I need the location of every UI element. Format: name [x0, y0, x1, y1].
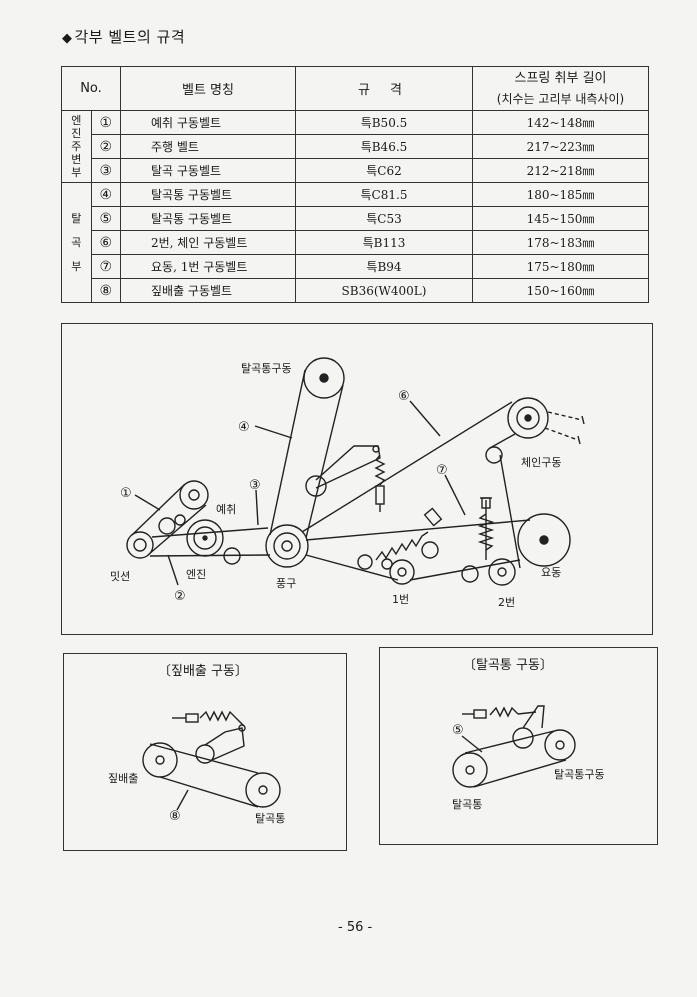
reaping-pulley: [179, 480, 209, 510]
label-drum: 탈곡통: [452, 798, 482, 811]
chain-drive-pulley: [507, 397, 549, 439]
table-header-row: No. 벨트 명칭 규 격 스프링 취부 길이 (치수는 고리부 내측사이): [61, 66, 649, 111]
straw-pulley: [142, 742, 178, 778]
group-threshing: 탈 곡 부: [61, 182, 92, 303]
label-chain-drive: 체인구동: [521, 456, 561, 469]
belt-spec: 특B113: [295, 230, 473, 255]
callout-6: ⑥: [398, 389, 410, 404]
group-char: 탈: [71, 211, 82, 225]
main-belt-diagram-box: [61, 323, 653, 635]
belt-spec: 특B50.5: [295, 110, 473, 135]
group-char: 부: [71, 259, 82, 273]
belt-length: 150~160㎜: [472, 278, 649, 303]
label-reaping: 예취: [216, 503, 236, 516]
belt-spec: 특C62: [295, 158, 473, 183]
first-pulley: [389, 559, 415, 585]
diamond-bullet-icon: ◆: [62, 31, 73, 46]
group-char: 부: [71, 166, 82, 179]
header-length-line2: (치수는 고리부 내측사이): [496, 91, 625, 106]
group-char: 곡: [71, 235, 82, 249]
table-row: ⑧ 짚배출 구동벨트 SB36(W400L) 150~160㎜: [62, 278, 649, 303]
straw-diagram-caption: 〔짚배출 구동〕: [158, 664, 248, 679]
label-engine: 엔진: [186, 568, 206, 581]
row-number: ①: [90, 110, 121, 135]
straw-drive-diagram-box: [63, 653, 347, 851]
group-char: 주: [71, 140, 82, 153]
belt-name: 2번, 체인 구동벨트: [120, 230, 296, 255]
row-number: ③: [90, 158, 121, 183]
label-straw-drum: 탈곡통: [255, 812, 285, 825]
page-title-text: 각부 벨트의 규격: [74, 28, 186, 46]
shaking-pulley: [517, 513, 571, 567]
header-name: 벨트 명칭: [120, 66, 296, 111]
belt-length: 142~148㎜: [472, 110, 649, 135]
row-number: ②: [90, 134, 121, 159]
belt-length: 175~180㎜: [472, 254, 649, 279]
drum-drive-pulley: [544, 729, 576, 761]
label-second: 2번: [498, 596, 515, 609]
label-shaking: 요동: [541, 566, 561, 579]
belt-spec: SB36(W400L): [295, 278, 473, 303]
belt-length: 180~185㎜: [472, 182, 649, 207]
belt-name: 탈곡통 구동벨트: [120, 182, 296, 207]
belt-name: 예취 구동벨트: [120, 110, 296, 135]
table-row: 탈 곡 부 ④ 탈곡통 구동벨트 특C81.5 180~185㎜: [61, 182, 649, 303]
label-threshing-drive: 탈곡통구동: [241, 362, 292, 375]
callout-2: ②: [174, 589, 186, 604]
belt-spec: 특B46.5: [295, 134, 473, 159]
callout-7: ⑦: [436, 463, 448, 478]
callout-3: ③: [249, 478, 261, 493]
belt-length: 217~223㎜: [472, 134, 649, 159]
belt-name: 주행 벨트: [120, 134, 296, 159]
row-number: ⑤: [90, 206, 121, 231]
mission-pulley: [126, 531, 154, 559]
fan-pulley: [265, 524, 309, 568]
label-fan: 풍구: [276, 577, 296, 590]
header-length-line1: 스프링 취부 길이: [514, 70, 607, 86]
label-first: 1번: [392, 593, 409, 606]
callout-5: ⑤: [452, 723, 464, 738]
page-number: - 56 -: [338, 920, 373, 935]
group-char: 진: [71, 127, 82, 140]
page-title: ◆각부 벨트의 규격: [62, 26, 185, 47]
row-number: ⑧: [90, 278, 121, 303]
header-length: 스프링 취부 길이 (치수는 고리부 내측사이): [472, 66, 649, 111]
group-engine: 엔 진 주 변 부: [61, 110, 92, 183]
straw-drum-pulley: [245, 772, 281, 808]
row-number: ⑦: [90, 254, 121, 279]
callout-4: ④: [238, 420, 250, 435]
drum-pulley: [452, 752, 488, 788]
belt-name: 탈곡 구동벨트: [120, 158, 296, 183]
callout-1: ①: [120, 486, 132, 501]
drum-drive-diagram-box: [379, 647, 658, 845]
group-char: 엔: [71, 114, 82, 127]
label-mission: 밋션: [110, 570, 130, 583]
table-row: 엔 진 주 변 부 ① 예취 구동벨트 특B50.5 142~148㎜: [61, 110, 649, 183]
second-pulley: [488, 558, 516, 586]
label-drum-drive: 탈곡통구동: [554, 768, 605, 781]
callout-8: ⑧: [169, 809, 181, 824]
belt-spec-table: No. 벨트 명칭 규 격 스프링 취부 길이 (치수는 고리부 내측사이) 엔…: [61, 66, 649, 303]
group-char: 변: [71, 153, 82, 166]
row-number: ⑥: [90, 230, 121, 255]
label-straw: 짚배출: [108, 772, 138, 785]
table-row: ② 주행 벨트 특B46.5 217~223㎜: [62, 134, 649, 159]
drum-diagram-caption: 〔탈곡통 구동〕: [463, 658, 553, 673]
header-no: No.: [61, 66, 121, 111]
table-row: ③ 탈곡 구동벨트 특C62 212~218㎜: [62, 158, 649, 183]
